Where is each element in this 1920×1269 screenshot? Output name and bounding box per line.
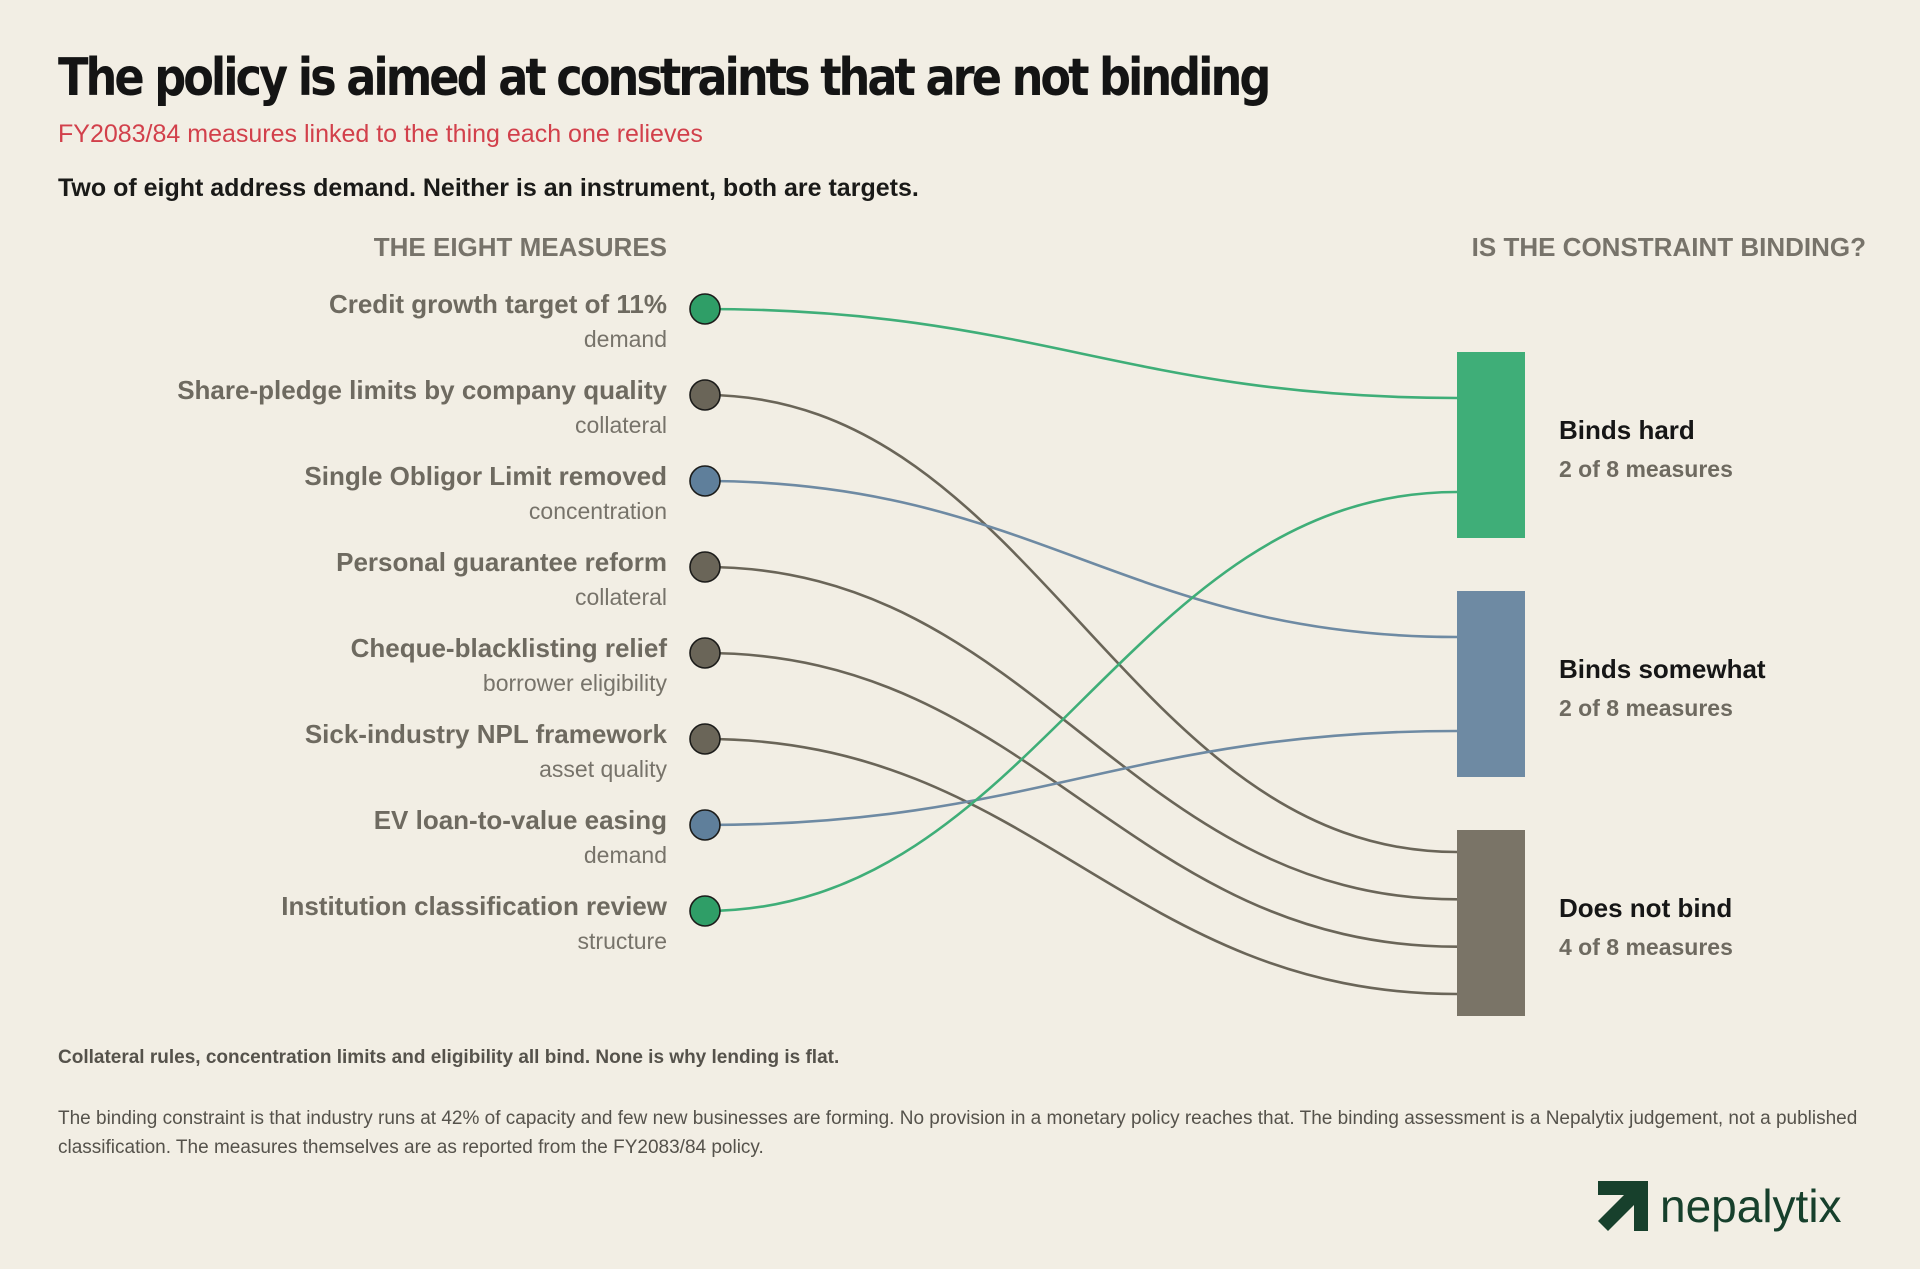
- measure-category: collateral: [574, 584, 667, 610]
- measure-cheque-blacklisting: Cheque-blacklisting relief borrower elig…: [351, 632, 667, 698]
- measure-institution-classification: Institution classification review struct…: [281, 890, 667, 956]
- measure-category: concentration: [528, 498, 667, 524]
- measure-label: Cheque-blacklisting relief: [350, 633, 667, 663]
- flow-link: [704, 490, 1458, 913]
- brand-logo: nepalytix: [1598, 1181, 1842, 1231]
- measure-node: [689, 293, 721, 325]
- outcome-bar-does-not-bind: [1457, 830, 1525, 1016]
- measures-column-heading: THE EIGHT MEASURES: [373, 232, 667, 262]
- flow-link: [704, 737, 1458, 996]
- measure-node: [689, 723, 721, 755]
- measure-category: demand: [583, 326, 667, 352]
- flow-link: [704, 479, 1458, 639]
- measure-category: collateral: [574, 412, 667, 438]
- outcome-count: 2 of 8 measures: [1559, 456, 1733, 482]
- measure-label: EV loan-to-value easing: [373, 805, 667, 835]
- measure-label: Personal guarantee reform: [336, 547, 667, 577]
- page-subtitle: FY2083/84 measures linked to the thing e…: [58, 120, 703, 148]
- brand-wordmark: nepalytix: [1660, 1180, 1842, 1232]
- page-title: The policy is aimed at constraints that …: [58, 48, 1271, 108]
- outcome-count: 4 of 8 measures: [1559, 934, 1733, 960]
- outcome-binds-hard: Binds hard 2 of 8 measures: [1559, 414, 1733, 484]
- measure-label: Sick-industry NPL framework: [304, 719, 667, 749]
- measure-node: [689, 895, 721, 927]
- measure-node: [689, 809, 721, 841]
- measure-node: [689, 465, 721, 497]
- flow-link: [704, 651, 1458, 948]
- outcome-label: Does not bind: [1559, 893, 1733, 923]
- measure-single-obligor: Single Obligor Limit removed concentrati…: [304, 460, 667, 526]
- measure-category: structure: [577, 928, 667, 954]
- flow-link: [704, 393, 1458, 854]
- outcome-binds-somewhat: Binds somewhat 2 of 8 measures: [1559, 653, 1766, 723]
- lede: Two of eight address demand. Neither is …: [58, 174, 919, 202]
- nepalytix-logo-icon: [1598, 1181, 1648, 1231]
- measure-credit-growth: Credit growth target of 11% demand: [329, 288, 667, 354]
- measure-label: Credit growth target of 11%: [328, 289, 667, 319]
- outcome-does-not-bind: Does not bind 4 of 8 measures: [1559, 892, 1733, 962]
- flow-link: [704, 565, 1458, 901]
- flow-link: [704, 729, 1458, 827]
- measure-label: Single Obligor Limit removed: [304, 461, 667, 491]
- measure-node: [689, 379, 721, 411]
- measure-node: [689, 637, 721, 669]
- methodology-note: The binding constraint is that industry …: [58, 1108, 1858, 1158]
- outcome-count: 2 of 8 measures: [1559, 695, 1733, 721]
- outcomes-column-heading: IS THE CONSTRAINT BINDING?: [1471, 232, 1866, 262]
- outcome-bar-binds-somewhat: [1457, 591, 1525, 777]
- flow-link: [704, 307, 1458, 400]
- outcome-label: Binds somewhat: [1559, 654, 1766, 684]
- measure-share-pledge: Share-pledge limits by company quality c…: [177, 374, 667, 440]
- measure-personal-guarantee: Personal guarantee reform collateral: [336, 546, 667, 612]
- outcome-label: Binds hard: [1559, 415, 1695, 445]
- summary-note: Collateral rules, concentration limits a…: [58, 1047, 840, 1068]
- measure-ev-ltv: EV loan-to-value easing demand: [374, 804, 667, 870]
- measure-node: [689, 551, 721, 583]
- measure-label: Share-pledge limits by company quality: [177, 375, 667, 405]
- measure-category: demand: [583, 842, 667, 868]
- measure-sick-industry: Sick-industry NPL framework asset qualit…: [305, 718, 667, 784]
- measure-label: Institution classification review: [281, 891, 667, 921]
- measure-category: asset quality: [539, 756, 667, 782]
- measure-category: borrower eligibility: [482, 670, 667, 696]
- outcome-bar-binds-hard: [1457, 352, 1525, 538]
